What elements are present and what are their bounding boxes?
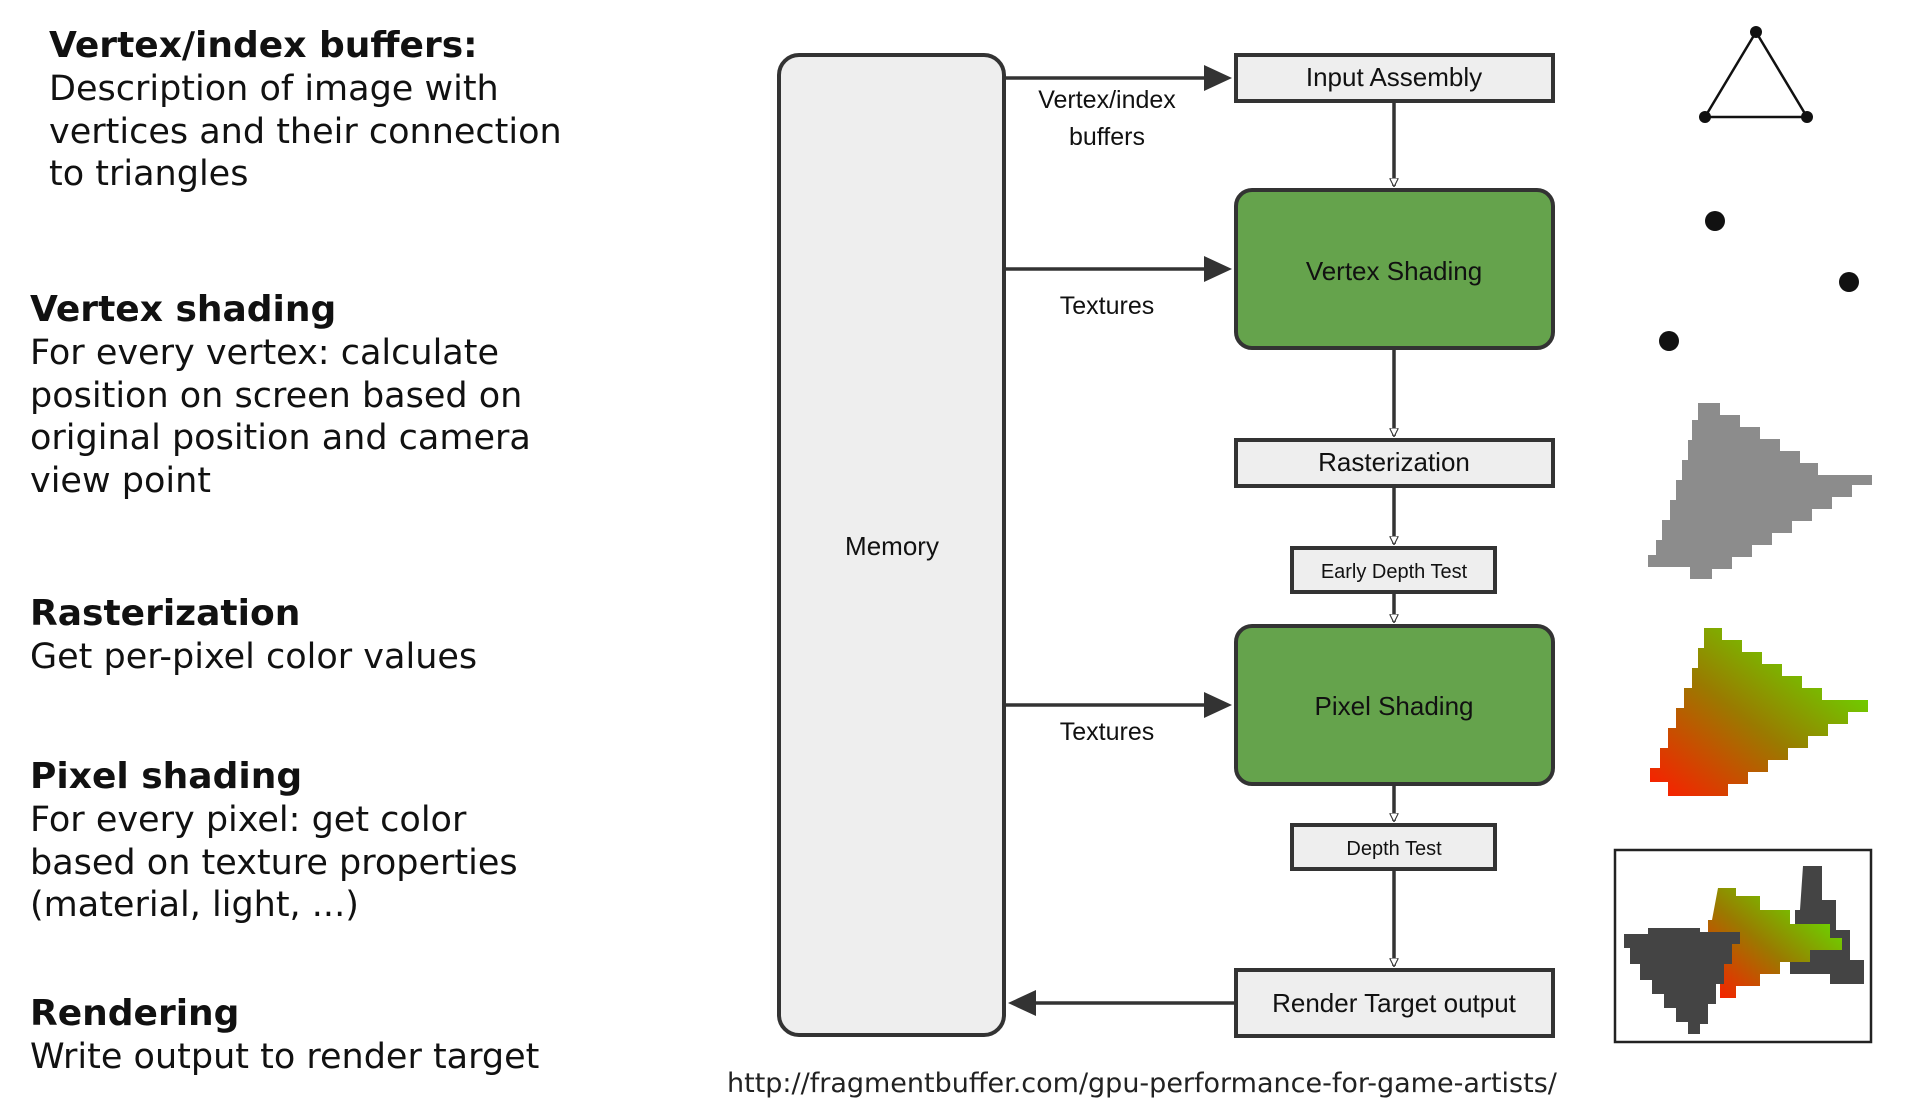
arrowhead	[1204, 65, 1232, 91]
rasterization-box	[1234, 438, 1555, 488]
shaded-triangle-illustration	[1650, 628, 1868, 796]
description-title: Vertex shading	[30, 289, 337, 330]
description-text: Write output to render target	[30, 1036, 540, 1077]
memory-box	[777, 53, 1006, 1037]
input-assembly-box	[1234, 53, 1555, 103]
arrowhead	[1204, 256, 1232, 282]
render-target-output-box	[1234, 968, 1555, 1038]
vertex-dot	[1750, 26, 1762, 38]
buffers-label-line2: buffers	[1069, 123, 1145, 151]
description-title: Rendering	[30, 993, 240, 1034]
dark-triangle-left	[1624, 928, 1740, 1034]
source-url: http://fragmentbuffer.com/gpu-performanc…	[727, 1068, 1557, 1099]
vertex-shading-label: Vertex Shading	[1306, 256, 1482, 286]
vertex-dot	[1801, 111, 1813, 123]
description-vertex-buffers: Vertex/index buffers: Description of ima…	[49, 24, 629, 196]
description-text: Get per-pixel color values	[30, 636, 478, 677]
wireframe-triangle-illustration	[1699, 26, 1813, 123]
early-depth-test-label: Early Depth Test	[1321, 561, 1468, 583]
description-rasterization: Rasterization Get per-pixel color values	[30, 592, 610, 679]
vertex-dot	[1839, 272, 1859, 292]
render-target-output-label: Render Target output	[1272, 988, 1517, 1018]
buffers-label-line1: Vertex/index	[1038, 86, 1176, 114]
rasterized-triangle-illustration	[1648, 403, 1872, 579]
textures-label-vertex: Textures	[1060, 292, 1154, 320]
transformed-vertices-illustration	[1659, 211, 1859, 351]
description-text: Description of image with vertices and t…	[49, 68, 562, 195]
depth-test-box	[1290, 823, 1497, 871]
arrowhead	[1204, 692, 1232, 718]
vertex-dot	[1699, 111, 1711, 123]
arrowhead	[1008, 990, 1036, 1016]
description-pixel-shading: Pixel shading For every pixel: get color…	[30, 755, 610, 927]
vertex-dot	[1659, 331, 1679, 351]
early-depth-test-box	[1290, 546, 1497, 594]
vertex-dot	[1705, 211, 1725, 231]
memory-label: Memory	[845, 531, 939, 561]
pixel-shading-label: Pixel Shading	[1315, 691, 1474, 721]
textures-label-pixel: Textures	[1060, 718, 1154, 746]
rasterization-label: Rasterization	[1318, 447, 1470, 477]
description-text: For every vertex: calculate position on …	[30, 332, 531, 501]
description-vertex-shading: Vertex shading For every vertex: calcula…	[30, 288, 610, 503]
shaded-triangle-middle	[1708, 888, 1842, 998]
description-title: Vertex/index buffers:	[49, 25, 478, 66]
vertex-shading-box	[1234, 188, 1555, 350]
depth-test-label: Depth Test	[1346, 838, 1442, 860]
pixel-shading-box	[1234, 624, 1555, 786]
memory-arrows	[1006, 65, 1234, 1016]
input-assembly-label: Input Assembly	[1306, 62, 1482, 92]
description-title: Rasterization	[30, 593, 301, 634]
description-title: Pixel shading	[30, 756, 303, 797]
description-text: For every pixel: get color based on text…	[30, 799, 518, 926]
render-target-illustration	[1613, 848, 1873, 1044]
description-rendering: Rendering Write output to render target	[30, 992, 610, 1079]
